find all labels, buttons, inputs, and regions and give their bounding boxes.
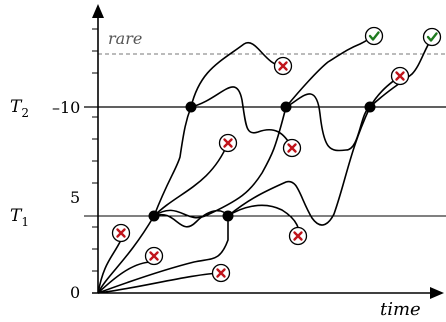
y-axis-minor-ticks [92,28,98,272]
killed-marker-8 [390,66,410,86]
killed-markers [111,56,410,283]
split-point-t1b [222,210,234,222]
trajectory-t1a-branch-cross [153,142,229,217]
trajectory-initial-2 [97,215,155,294]
killed-marker-4 [218,133,238,153]
level-label-t1: T1 [10,206,29,229]
killed-marker-2 [144,246,164,266]
killed-marker-6 [282,138,302,158]
trajectory-t2b-branch-2 [285,93,371,152]
y-tick-label-0: 0 [70,283,80,302]
success-markers [364,26,442,47]
split-point-t2b [280,101,292,113]
rare-label: rare [108,29,142,48]
split-point-t2a [185,101,197,113]
trajectory-t2c-branch-2 [369,37,433,108]
x-axis-label: time [380,299,421,320]
split-point-t2c [364,101,376,113]
trajectory-t2a-branch-2 [190,86,293,149]
y-tick-label-5: 5 [70,188,80,207]
killed-marker-7 [288,226,308,246]
y-tick-label-10: –10 [52,98,80,117]
trajectory-initial-1 [97,239,122,294]
trajectory-initial-3 [97,261,153,294]
trajectory-t1b-branch-1 [227,204,300,237]
y-axis-arrow [92,4,104,18]
killed-marker-1 [111,223,131,243]
trajectory-t1a-branch-long [153,209,229,228]
trajectory-t1a-branch-flat [153,106,287,219]
trajectory-t1a-branch-up [153,106,192,217]
split-point-t1a [148,210,160,222]
trajectory-initial-4 [97,216,229,294]
success-marker-2 [422,27,442,47]
killed-marker-5 [273,56,293,76]
killed-marker-3 [211,263,231,283]
trajectory-initial-5 [97,272,223,294]
trajectory-t2b-branch-1 [285,35,375,108]
success-marker-1 [364,26,384,46]
trajectory-t1b-branch-2 [227,106,371,226]
level-label-t2: T2 [10,97,29,120]
splitting-points [148,101,376,222]
trajectory-t2a-branch-1 [190,41,284,108]
x-axis-arrow [430,287,444,299]
